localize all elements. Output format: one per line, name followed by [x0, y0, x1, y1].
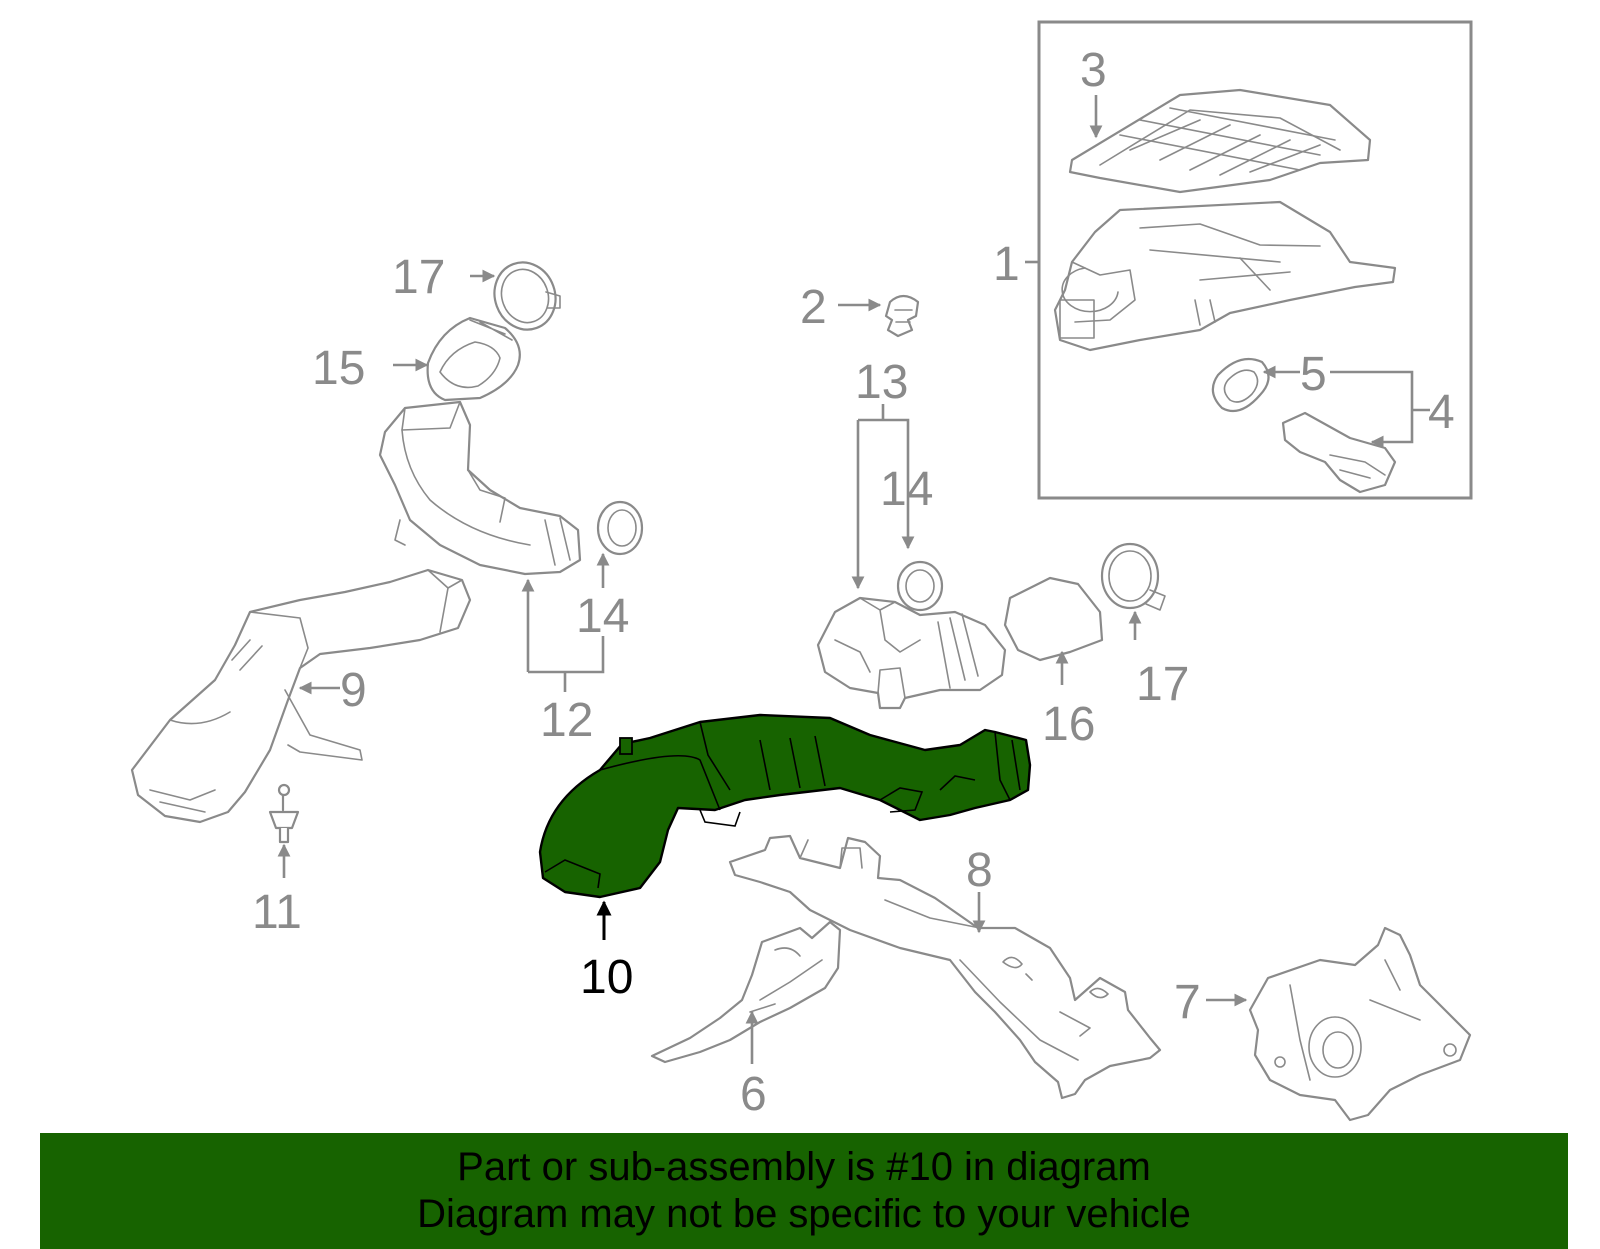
callout-14-left: 14	[576, 590, 629, 643]
banner-line-2: Diagram may not be specific to your vehi…	[417, 1192, 1191, 1236]
callout-4: 4	[1428, 386, 1455, 439]
part-15-coupler[interactable]	[426, 316, 521, 402]
callout-17-upper: 17	[392, 251, 445, 304]
callout-5: 5	[1300, 348, 1327, 401]
callout-3: 3	[1080, 44, 1107, 97]
part-3-upper-cover[interactable]	[1068, 88, 1372, 194]
part-17-clamp-lower[interactable]	[1100, 542, 1166, 611]
part-5-grommet[interactable]	[1211, 357, 1270, 413]
callout-16: 16	[1042, 698, 1095, 751]
part-7-shield[interactable]	[1248, 926, 1472, 1122]
air-cleaner-group-frame	[1037, 20, 1473, 500]
callout-2: 2	[800, 281, 827, 334]
banner-line-1: Part or sub-assembly is #10 in diagram	[457, 1145, 1151, 1189]
callout-11: 11	[252, 886, 302, 939]
part-13-resonator[interactable]	[816, 596, 1007, 710]
callout-labels: 3 1 2 5 4 13 14 17 15 14 12 9 11 16 17 8…	[252, 44, 1455, 1121]
callout-15: 15	[312, 342, 365, 395]
part-9-inlet-duct[interactable]	[130, 568, 472, 824]
part-17-clamp-upper[interactable]	[485, 254, 565, 338]
callout-12: 12	[540, 694, 593, 747]
callout-13: 13	[855, 356, 908, 409]
part-10-air-duct-highlighted[interactable]	[538, 713, 1032, 899]
part-4-maf-sensor[interactable]	[1281, 411, 1397, 494]
callout-14-right: 14	[880, 463, 933, 516]
callout-1: 1	[993, 238, 1020, 291]
part-12-intake-duct[interactable]	[378, 400, 582, 576]
part-2-clip[interactable]	[884, 294, 920, 338]
info-banner: Part or sub-assembly is #10 in diagram D…	[40, 1133, 1568, 1249]
callout-7: 7	[1174, 976, 1201, 1029]
callout-6: 6	[740, 1068, 767, 1121]
part-16-sleeve[interactable]	[1003, 576, 1104, 662]
leader-lines	[277, 95, 1430, 1064]
part-1-air-cleaner-assembly[interactable]	[1053, 200, 1397, 352]
callout-17-lower: 17	[1136, 658, 1189, 711]
part-14-ring-left[interactable]	[596, 500, 644, 556]
part-6-deflector[interactable]	[650, 920, 842, 1064]
part-8-bracket[interactable]	[728, 834, 1162, 1100]
callout-8: 8	[966, 844, 993, 897]
callout-10: 10	[580, 951, 633, 1004]
part-14-ring-right[interactable]	[896, 560, 944, 612]
part-11-push-pin[interactable]	[268, 783, 300, 844]
callout-9: 9	[340, 664, 367, 717]
